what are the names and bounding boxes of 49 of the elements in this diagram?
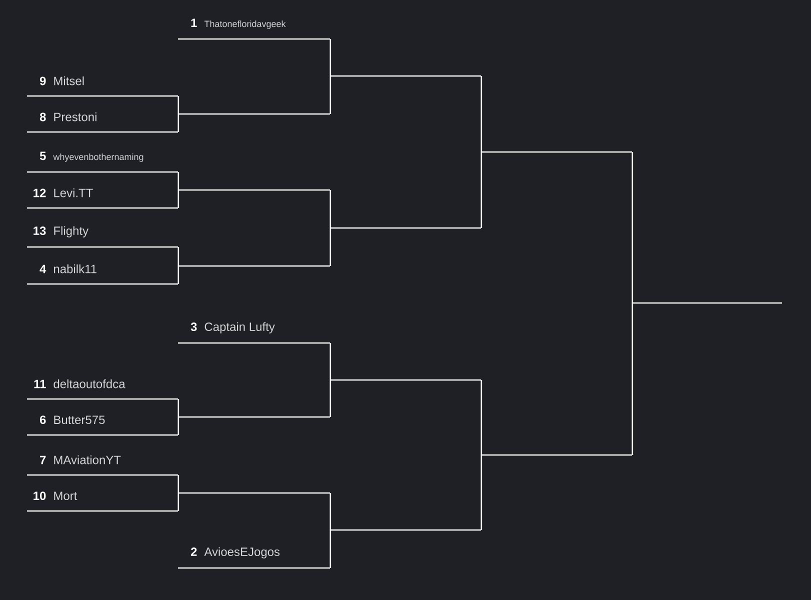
player-slot: 7 MAviationYT	[27, 455, 178, 476]
bracket-connector	[631, 152, 634, 304]
player-slot: 5 whyevenbothernaming	[27, 152, 178, 173]
player-slot: 3 Captain Lufty	[178, 322, 330, 344]
player-slot: 2 AvioesEJogos	[178, 547, 330, 569]
bracket-connector	[480, 454, 482, 530]
bracket-line	[632, 302, 782, 304]
bracket-line	[330, 379, 481, 381]
bracket-connector	[177, 265, 180, 284]
bracket-line	[481, 454, 632, 456]
bracket-connector	[329, 190, 332, 229]
bracket-connector	[177, 172, 180, 191]
player-slot: 4 nabilk11	[27, 264, 178, 285]
bracket-line	[330, 227, 481, 229]
bracket-connector	[329, 39, 332, 77]
bracket-connector	[177, 399, 180, 418]
bracket-line	[330, 529, 481, 531]
bracket-line	[178, 492, 330, 494]
bracket-connector	[631, 302, 634, 455]
bracket-line	[178, 113, 330, 115]
bracket-connector	[177, 475, 180, 494]
bracket-connector	[177, 416, 180, 435]
bracket-connector	[177, 96, 180, 115]
player-slot: 9 Mitsel	[27, 76, 178, 97]
player-slot: 8 Prestoni	[27, 112, 178, 133]
bracket-line	[481, 151, 632, 153]
bracket-connector	[480, 380, 482, 456]
player-slot: 11 deltaoutofdca	[27, 379, 178, 400]
bracket-connector	[480, 76, 482, 153]
bracket-connector	[329, 529, 332, 568]
bracket-line	[330, 75, 481, 77]
bracket-line	[178, 416, 330, 418]
bracket-connector	[480, 151, 482, 228]
bracket-connector	[177, 247, 180, 267]
bracket-connector	[329, 227, 332, 266]
player-slot: 6 Butter575	[27, 416, 178, 436]
bracket-line	[178, 265, 330, 267]
player-slot: 12 Levi.TT	[27, 188, 178, 209]
bracket-connector	[329, 379, 332, 417]
player-slot: 13 Flighty	[27, 226, 178, 248]
bracket-connector	[177, 113, 180, 132]
bracket-connector	[329, 343, 332, 381]
bracket-connector	[329, 75, 332, 114]
player-slot: 10 Mort	[27, 492, 178, 512]
bracket-connector	[177, 492, 180, 511]
bracket-line	[178, 189, 330, 191]
bracket-connector	[329, 493, 332, 531]
player-slot: 1 Thatonefloridavgeek	[178, 18, 330, 40]
bracket-connector	[177, 189, 180, 208]
